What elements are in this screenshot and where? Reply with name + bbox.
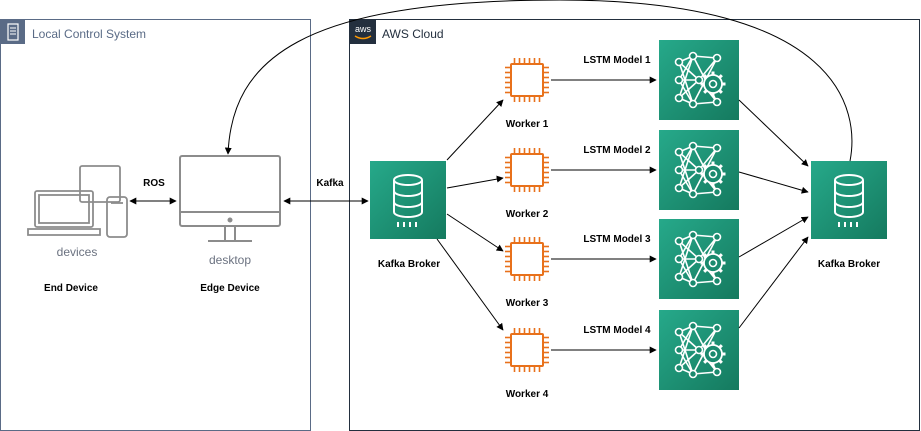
model-to-broker-edge bbox=[738, 171, 809, 194]
processor-chip-icon bbox=[505, 328, 549, 372]
kafka-edge: Kafka bbox=[283, 178, 369, 205]
edge-device-node: desktop Edge Device bbox=[179, 155, 281, 294]
model-label: LSTM Model 2 bbox=[583, 145, 651, 156]
ml-model-icon bbox=[659, 310, 739, 390]
kafka-broker-out-node: Kafka Broker bbox=[811, 161, 887, 270]
desktop-caption: desktop bbox=[209, 253, 251, 267]
model-label: LSTM Model 3 bbox=[583, 234, 651, 245]
server-rack-icon bbox=[1, 20, 25, 44]
local-group-title: Local Control System bbox=[32, 27, 146, 41]
database-icon bbox=[811, 161, 887, 239]
processor-chip-icon bbox=[505, 58, 549, 102]
ros-edge: ROS bbox=[129, 178, 177, 205]
broker-to-worker-edge bbox=[446, 175, 504, 189]
worker-label: Worker 1 bbox=[506, 119, 549, 130]
end-device-label: End Device bbox=[44, 283, 98, 294]
database-icon bbox=[370, 161, 446, 239]
processor-chip-icon bbox=[505, 148, 549, 192]
processor-chip-icon bbox=[505, 237, 549, 281]
ml-model-icon bbox=[659, 40, 739, 120]
aws-cloud-group: aws AWS Cloud bbox=[349, 19, 920, 431]
worker-label: Worker 2 bbox=[506, 209, 549, 220]
worker-label: Worker 3 bbox=[506, 298, 549, 309]
devices-caption: devices bbox=[57, 245, 98, 259]
broker-to-worker-edge bbox=[446, 213, 504, 252]
model-label: LSTM Model 4 bbox=[583, 325, 651, 336]
ml-model-icon bbox=[659, 130, 739, 210]
kafka-broker-in-node: Kafka Broker bbox=[370, 161, 446, 270]
model-to-broker-edge bbox=[738, 236, 809, 329]
devices-icon bbox=[27, 165, 128, 238]
broker-to-worker-edge bbox=[446, 99, 504, 161]
desktop-icon bbox=[179, 155, 281, 242]
model-label: LSTM Model 1 bbox=[583, 55, 651, 66]
worker-label: Worker 4 bbox=[506, 389, 549, 400]
kafka-broker-in-label: Kafka Broker bbox=[378, 259, 440, 270]
broker-to-worker-edge bbox=[436, 238, 504, 331]
ros-label: ROS bbox=[143, 178, 165, 189]
ml-model-icon bbox=[659, 219, 739, 299]
aws-logo-icon: aws bbox=[350, 20, 376, 44]
worker-pipelines: Worker 1 LSTM Model 1 Worker 2 LSTM Model 2… bbox=[436, 40, 809, 400]
edge-device-label: Edge Device bbox=[200, 283, 260, 294]
kafka-broker-out-label: Kafka Broker bbox=[818, 259, 880, 270]
model-to-broker-edge bbox=[738, 216, 809, 258]
aws-badge-text: aws bbox=[355, 24, 372, 34]
aws-group-title: AWS Cloud bbox=[382, 27, 444, 41]
model-to-broker-edge bbox=[738, 99, 809, 167]
kafka-label: Kafka bbox=[316, 178, 344, 189]
feedback-edge bbox=[224, 0, 853, 162]
end-device-node: devices End Device bbox=[27, 165, 128, 294]
